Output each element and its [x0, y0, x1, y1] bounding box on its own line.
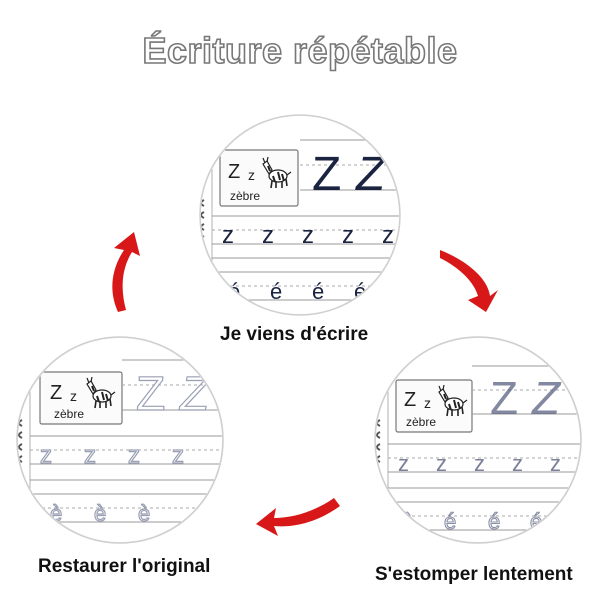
practice-accent-letter: é: [228, 279, 240, 304]
step-caption-restored: Restaurer l'original: [38, 556, 211, 577]
practice-row-letter: z: [262, 222, 274, 249]
practice-row-letter: z: [550, 451, 561, 476]
card-word: zèbre: [406, 415, 436, 429]
card-letter-lower: z: [248, 167, 255, 183]
practice-big-letter: Z: [531, 372, 562, 424]
practice-row-letter: z: [398, 451, 409, 476]
practice-accent-letter: é: [488, 509, 500, 534]
curved-arrow-icon: [256, 498, 340, 536]
curved-arrow-icon: [440, 250, 498, 312]
practice-row-letter: z: [436, 451, 447, 476]
practice-grave-letter: è: [138, 501, 150, 526]
practice-grave-letter: è: [402, 509, 414, 534]
practice-big-letter: Z: [355, 148, 387, 201]
practice-row-letter: z: [512, 451, 523, 476]
practice-row-letter: z: [342, 222, 354, 249]
card-letter-upper: Z: [404, 389, 416, 411]
practice-grave-letter: è: [94, 501, 106, 526]
practice-row-letter: z: [84, 442, 96, 469]
card-letter-upper: Z: [50, 382, 62, 404]
practice-accent-letter: é: [312, 279, 324, 304]
curved-arrow-icon: [112, 232, 140, 312]
practice-row-letter: z: [40, 442, 52, 469]
practice-big-letter: Z: [179, 368, 211, 421]
page-title: Écriture répétable: [142, 29, 458, 72]
practice-row-letter: z: [128, 442, 140, 469]
practice-big-letter: Z: [312, 148, 341, 201]
step-caption-written: Je viens d'écrire: [220, 324, 369, 345]
practice-row-letter: z: [382, 222, 394, 249]
practice-big-letter: Z: [490, 372, 518, 424]
card-letter-lower: z: [70, 388, 77, 404]
card-letter-lower: z: [424, 395, 431, 411]
card-word: zèbre: [230, 189, 260, 203]
practice-accent-letter: é: [270, 279, 282, 304]
practice-row-letter: z: [474, 451, 485, 476]
practice-grave-letter: è: [50, 501, 62, 526]
practice-row-letter: z: [222, 222, 234, 249]
card-word: zèbre: [54, 407, 84, 421]
practice-accent-letter: é: [444, 509, 456, 534]
practice-row-letter: z: [172, 442, 184, 469]
step-circle-fading: Z z zèbre Z Z z z: [374, 336, 582, 544]
practice-big-letter: Z: [136, 368, 165, 421]
step-circle-written: Z z zèbre Z Z z: [199, 114, 401, 316]
step-circle-restored: Z z zèbre Z Z z z: [16, 336, 224, 544]
practice-row-letter: z: [302, 222, 314, 249]
card-letter-upper: Z: [228, 161, 240, 183]
step-caption-fading: S'estomper lentement: [375, 564, 573, 585]
